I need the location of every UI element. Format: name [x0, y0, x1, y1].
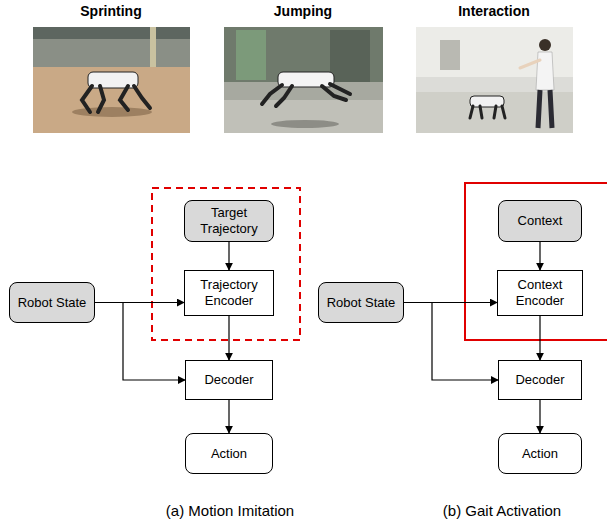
photo-jumping	[224, 27, 383, 133]
input-box: Context	[498, 200, 582, 242]
output-box: Action	[185, 433, 273, 474]
connector-arrow	[228, 242, 229, 270]
panel-caption: (b) Gait Activation	[443, 502, 561, 519]
connector-arrow	[404, 303, 498, 381]
encoder-box: Context Encoder	[497, 270, 583, 316]
node-text: Trajectory Encoder	[190, 277, 268, 308]
connector-arrow	[95, 303, 185, 381]
node-text: Action	[522, 446, 558, 462]
photo-title: Interaction	[458, 3, 530, 19]
input-box: Target Trajectory	[184, 200, 274, 242]
node-text: Action	[211, 446, 247, 462]
input-box: Robot State	[9, 282, 95, 323]
decoder-box: Decoder	[185, 360, 273, 400]
connector-arrow	[539, 316, 540, 360]
input-box: Robot State	[318, 282, 404, 323]
photo-sprinting	[33, 27, 190, 133]
encoder-box: Trajectory Encoder	[184, 270, 274, 316]
output-box: Action	[498, 433, 582, 474]
connector-arrow	[539, 242, 540, 270]
node-text: Robot State	[327, 295, 396, 311]
photo-interaction	[416, 27, 573, 133]
node-text: Context	[518, 213, 563, 229]
panel-caption: (a) Motion Imitation	[166, 502, 294, 519]
node-text: Decoder	[515, 372, 564, 388]
node-text: Robot State	[18, 295, 87, 311]
node-text: Target Trajectory	[190, 205, 268, 236]
dashed-highlight	[152, 188, 300, 340]
connector-arrow	[228, 316, 229, 360]
connector-arrow	[539, 400, 540, 433]
node-text: Decoder	[204, 372, 253, 388]
decoder-box: Decoder	[498, 360, 582, 400]
photo-title: Jumping	[274, 3, 332, 19]
node-text: Context Encoder	[503, 277, 577, 308]
photo-title: Sprinting	[80, 3, 141, 19]
connector-arrow	[228, 400, 229, 433]
solid-highlight	[465, 183, 607, 340]
